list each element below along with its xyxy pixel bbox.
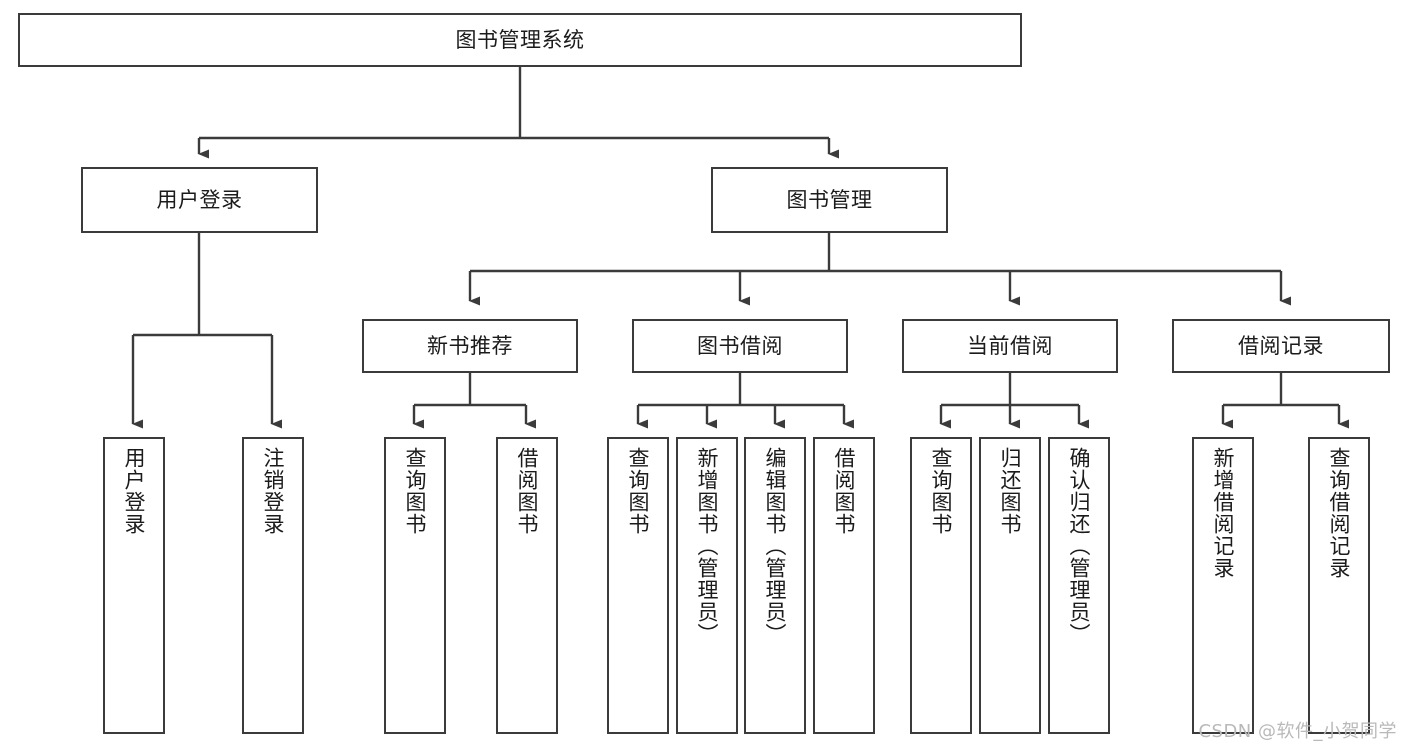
node-label: 借阅图书 [515, 447, 540, 535]
node-label: 借阅记录 [1238, 333, 1324, 358]
leaf-query-book-recommend[interactable]: 查询图书 [384, 437, 446, 734]
leaf-return-book[interactable]: 归还图书 [979, 437, 1041, 734]
node-label: 图书借阅 [697, 333, 783, 358]
node-new-book-recommend[interactable]: 新书推荐 [362, 319, 578, 373]
leaf-borrow-book-recommend[interactable]: 借阅图书 [496, 437, 558, 734]
node-label: 新书推荐 [427, 333, 513, 358]
node-label: 新增图书（管理员） [695, 447, 720, 645]
leaf-confirm-return-admin[interactable]: 确认归还（管理员） [1048, 437, 1110, 734]
leaf-query-borrow-record[interactable]: 查询借阅记录 [1308, 437, 1370, 734]
node-label: 用户登录 [156, 187, 243, 212]
node-label: 查询图书 [626, 447, 651, 535]
node-label: 图书管理系统 [455, 27, 585, 52]
leaf-add-borrow-record[interactable]: 新增借阅记录 [1192, 437, 1254, 734]
node-borrow-record[interactable]: 借阅记录 [1172, 319, 1390, 373]
node-label: 确认归还（管理员） [1067, 447, 1092, 645]
node-label: 注销登录 [261, 447, 286, 535]
node-root-system[interactable]: 图书管理系统 [18, 13, 1022, 67]
node-label: 用户登录 [122, 447, 147, 535]
leaf-logout-login[interactable]: 注销登录 [242, 437, 304, 734]
node-label: 图书管理 [786, 187, 873, 212]
leaf-query-book-borrow[interactable]: 查询图书 [607, 437, 669, 734]
node-label: 借阅图书 [832, 447, 857, 535]
node-label: 编辑图书（管理员） [763, 447, 788, 645]
node-label: 查询借阅记录 [1327, 447, 1352, 579]
node-book-management[interactable]: 图书管理 [711, 167, 948, 233]
leaf-edit-book-admin[interactable]: 编辑图书（管理员） [744, 437, 806, 734]
node-label: 当前借阅 [967, 333, 1053, 358]
node-label: 归还图书 [998, 447, 1023, 535]
node-label: 查询图书 [929, 447, 954, 535]
node-label: 查询图书 [403, 447, 428, 535]
node-user-login[interactable]: 用户登录 [81, 167, 318, 233]
leaf-user-login[interactable]: 用户登录 [103, 437, 165, 734]
watermark: CSDN @软件_小贺同学 [1198, 721, 1397, 742]
node-label: 新增借阅记录 [1211, 447, 1236, 579]
node-current-borrow[interactable]: 当前借阅 [902, 319, 1118, 373]
node-book-borrow[interactable]: 图书借阅 [632, 319, 848, 373]
leaf-add-book-admin[interactable]: 新增图书（管理员） [676, 437, 738, 734]
leaf-query-book-current[interactable]: 查询图书 [910, 437, 972, 734]
leaf-borrow-book[interactable]: 借阅图书 [813, 437, 875, 734]
